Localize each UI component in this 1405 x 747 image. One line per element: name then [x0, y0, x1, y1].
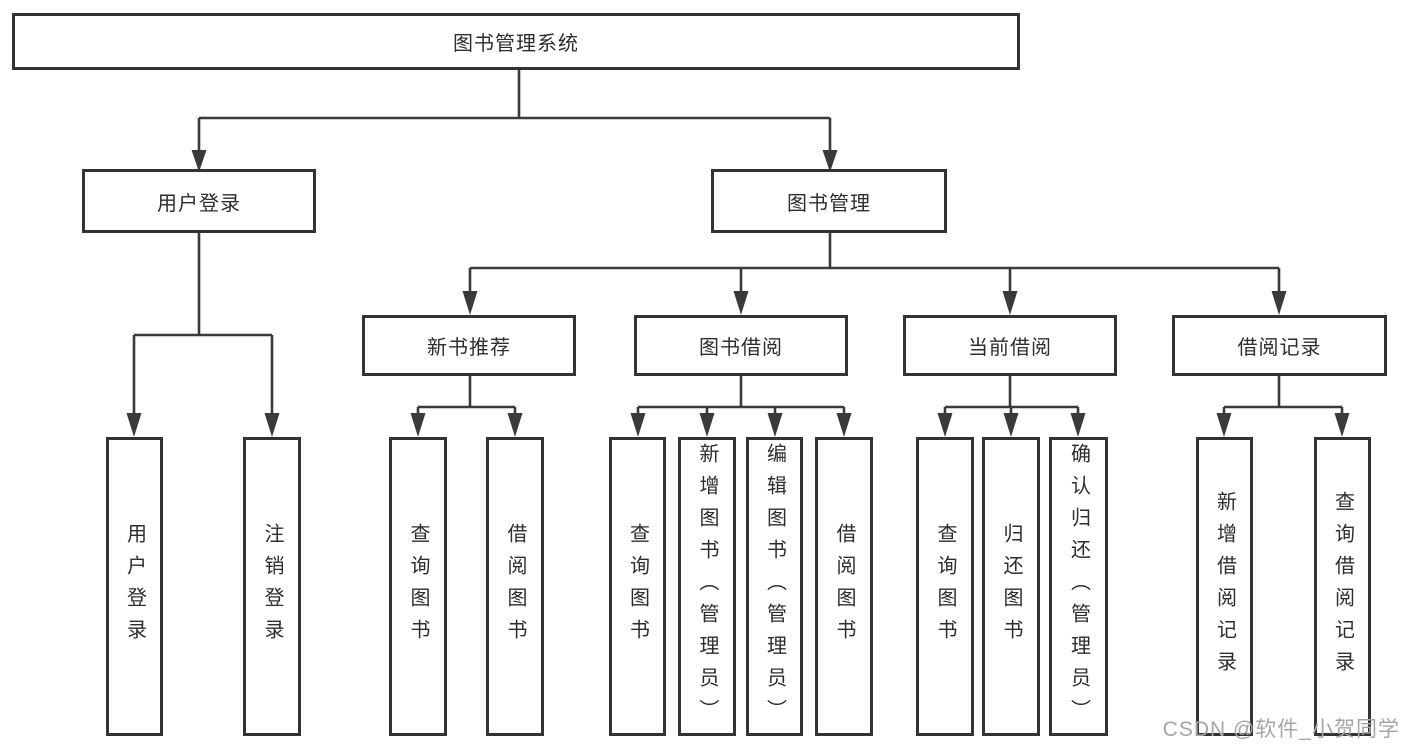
node-leaf-cb-confirm-return-admin: 确认归还（管理员） — [1049, 437, 1108, 736]
node-book-management: 图书管理 — [711, 169, 947, 233]
node-new-book-recommend: 新书推荐 — [362, 315, 576, 376]
node-leaf-cb-return-book: 归还图书 — [982, 437, 1040, 736]
node-leaf-cb-query-book: 查询图书 — [916, 437, 974, 736]
connector-book-borrow-to-children — [630, 376, 852, 437]
node-current-borrow: 当前借阅 — [903, 315, 1117, 376]
node-leaf-bb-query-book: 查询图书 — [609, 437, 666, 736]
node-leaf-br-query-record: 查询借阅记录 — [1314, 437, 1371, 736]
watermark: CSDN @软件_小贺同学 — [1162, 718, 1400, 741]
node-leaf-logout: 注销登录 — [243, 437, 301, 736]
node-leaf-rec-query-book: 查询图书 — [389, 437, 447, 736]
node-leaf-br-add-record: 新增借阅记录 — [1196, 437, 1253, 736]
node-book-borrow: 图书借阅 — [634, 315, 848, 376]
node-leaf-bb-edit-book-admin: 编辑图书（管理员） — [746, 437, 803, 736]
connector-user-login-to-children — [126, 233, 280, 437]
connector-new-book-rec-to-children — [410, 376, 523, 437]
node-leaf-bb-borrow-book: 借阅图书 — [815, 437, 873, 736]
node-leaf-user-login: 用户登录 — [106, 437, 163, 736]
node-root-system: 图书管理系统 — [12, 13, 1020, 70]
node-leaf-rec-borrow-book: 借阅图书 — [486, 437, 544, 736]
connector-borrow-records-to-children — [1216, 376, 1350, 437]
node-borrow-records: 借阅记录 — [1172, 315, 1387, 376]
node-leaf-bb-add-book-admin: 新增图书（管理员） — [678, 437, 736, 736]
connector-current-borrow-to-children — [937, 376, 1086, 437]
node-user-login: 用户登录 — [82, 169, 316, 233]
connector-root-to-level2 — [191, 70, 838, 172]
connector-book-mgmt-to-level3 — [462, 233, 1287, 315]
